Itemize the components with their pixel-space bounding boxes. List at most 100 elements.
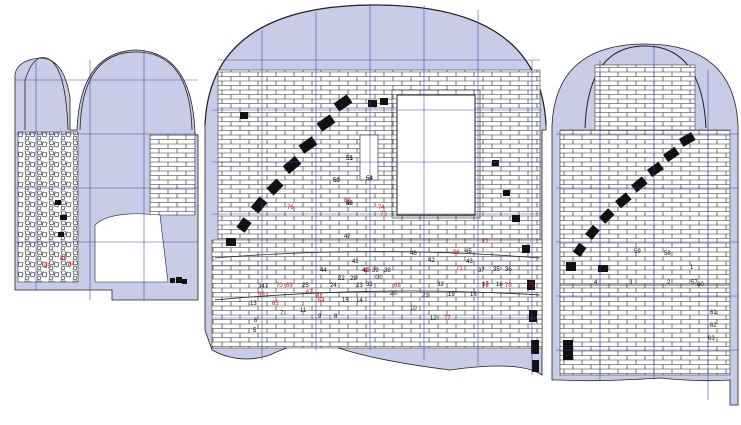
stone-number-label: 37 <box>478 268 485 274</box>
stone-number-label: 17 <box>482 282 489 288</box>
stone-number-label: 24 <box>330 283 337 289</box>
stone-number-label: 7 <box>280 311 284 317</box>
center-small-opening <box>359 134 379 181</box>
stone-number-label: 42 <box>428 258 435 264</box>
right-masonry <box>559 129 731 376</box>
stone-number-label: 40 <box>362 268 369 274</box>
stone-number-label: 36 <box>505 267 512 273</box>
stone-number-label: 45 <box>465 249 472 255</box>
left-arch-outline <box>24 57 69 131</box>
stone-number-label: 75 <box>528 283 535 289</box>
stone-number-label: 25 <box>302 283 309 289</box>
right-arch-outline <box>584 45 707 129</box>
stone-number-label: 70 <box>276 283 283 289</box>
stone-number-label: 44 <box>320 268 327 274</box>
stone-number-label: 41 <box>352 259 359 265</box>
stone-number-label: 29 <box>350 276 357 282</box>
stone-number-label: 63 <box>708 336 715 342</box>
stone-number-label: 22 <box>338 276 345 282</box>
stone-number-label: 38 <box>384 268 391 274</box>
stone-number-label: 4 <box>594 280 598 286</box>
stone-number-label: 1 <box>690 265 694 271</box>
center-upper-masonry <box>217 69 541 241</box>
stone-number-label: 60 <box>697 282 704 288</box>
center-band-line <box>214 251 541 259</box>
stone-number-label: 16 <box>470 292 477 298</box>
stone-number-label: 83 <box>60 256 67 262</box>
stone-number-label: 51 <box>346 156 353 162</box>
stone-number-label: 8 <box>334 314 338 320</box>
stone-number-label: 53 <box>333 178 340 184</box>
stone-number-label: 65 <box>272 301 279 307</box>
central-window-frame <box>391 89 481 219</box>
stone-number-label: 48 <box>346 201 353 207</box>
stone-number-label: 20 <box>390 291 397 297</box>
stone-number-label: 66 <box>258 292 265 298</box>
stone-number-label: 13 <box>250 301 257 307</box>
center-dome-outline <box>204 4 547 126</box>
left-blank-area <box>94 213 169 283</box>
stone-number-label: 74 <box>378 205 385 211</box>
stone-number-label: 84 <box>68 262 75 268</box>
stone-number-label: 9 <box>318 314 322 320</box>
stone-number-label: 72 <box>482 239 489 245</box>
stone-number-label: 54 <box>366 176 373 182</box>
stone-number-label: 3 <box>629 280 633 286</box>
center-lower-masonry <box>211 239 543 349</box>
stone-number-label: 21 <box>422 293 429 299</box>
stone-number-label: 347 <box>258 284 269 290</box>
left-inner-arch <box>79 51 193 131</box>
stone-number-label: 39 <box>372 268 379 274</box>
stone-number-label: 85 <box>44 264 51 270</box>
stone-number-label: 73 <box>380 212 387 218</box>
stone-number-label: 30 <box>376 275 383 281</box>
stone-number-label: 82 <box>344 198 351 204</box>
stone-number-label: 32 <box>437 282 444 288</box>
stone-number-label: 58 <box>664 251 671 257</box>
stone-number-label: 18 <box>496 282 503 288</box>
stone-number-label: 14 <box>356 298 363 304</box>
right-panel <box>551 43 739 406</box>
stone-number-label: 50 <box>333 178 340 184</box>
stone-number-label: 64 <box>318 298 325 304</box>
stone-number-label: 69 <box>286 283 293 289</box>
center-dark-stone-band <box>226 94 539 372</box>
stone-number-label: 35 <box>493 267 500 273</box>
left-brick-masonry <box>149 134 196 216</box>
stone-number-label: 77 <box>444 316 451 322</box>
stone-number-label: 59 <box>634 249 641 255</box>
stone-number-label: 71 <box>456 266 463 272</box>
right-arch-masonry <box>594 64 696 131</box>
stone-number-label: 19 <box>448 292 455 298</box>
stone-number-label: 68 <box>394 283 401 289</box>
stone-number-label: 56 <box>346 201 353 207</box>
stone-number-label: 23 <box>356 283 363 289</box>
stone-number-label: 81 <box>316 294 323 300</box>
stone-number-label: 78 <box>505 283 512 289</box>
left-panel <box>14 49 199 301</box>
stone-number-label: 80 <box>364 268 371 274</box>
center-panel <box>204 4 547 376</box>
stone-number-label: 5 <box>253 328 257 334</box>
stone-number-label: 2 <box>667 280 671 286</box>
stone-number-label: 46 <box>410 251 417 257</box>
stone-number-label: 86 <box>453 250 460 256</box>
stone-number-label: 10 <box>410 306 417 312</box>
stone-number-label: 12 <box>430 316 437 322</box>
stone-number-label: 55 <box>346 156 353 162</box>
stone-number-label: 11 <box>300 308 307 314</box>
central-window <box>396 94 476 216</box>
stone-number-label: 57 <box>691 280 698 286</box>
stone-number-label: 43 <box>466 259 473 265</box>
stone-number-label: 79 <box>482 283 489 289</box>
stone-number-label: 15 <box>342 298 349 304</box>
stone-number-label: 31 <box>366 282 373 288</box>
stone-number-label: 52 <box>366 176 373 182</box>
stone-number-label: 47 <box>344 234 351 240</box>
stone-number-label: 67 <box>306 290 313 296</box>
center-band-line-2 <box>214 290 541 301</box>
stone-number-label: 61 <box>710 310 717 316</box>
